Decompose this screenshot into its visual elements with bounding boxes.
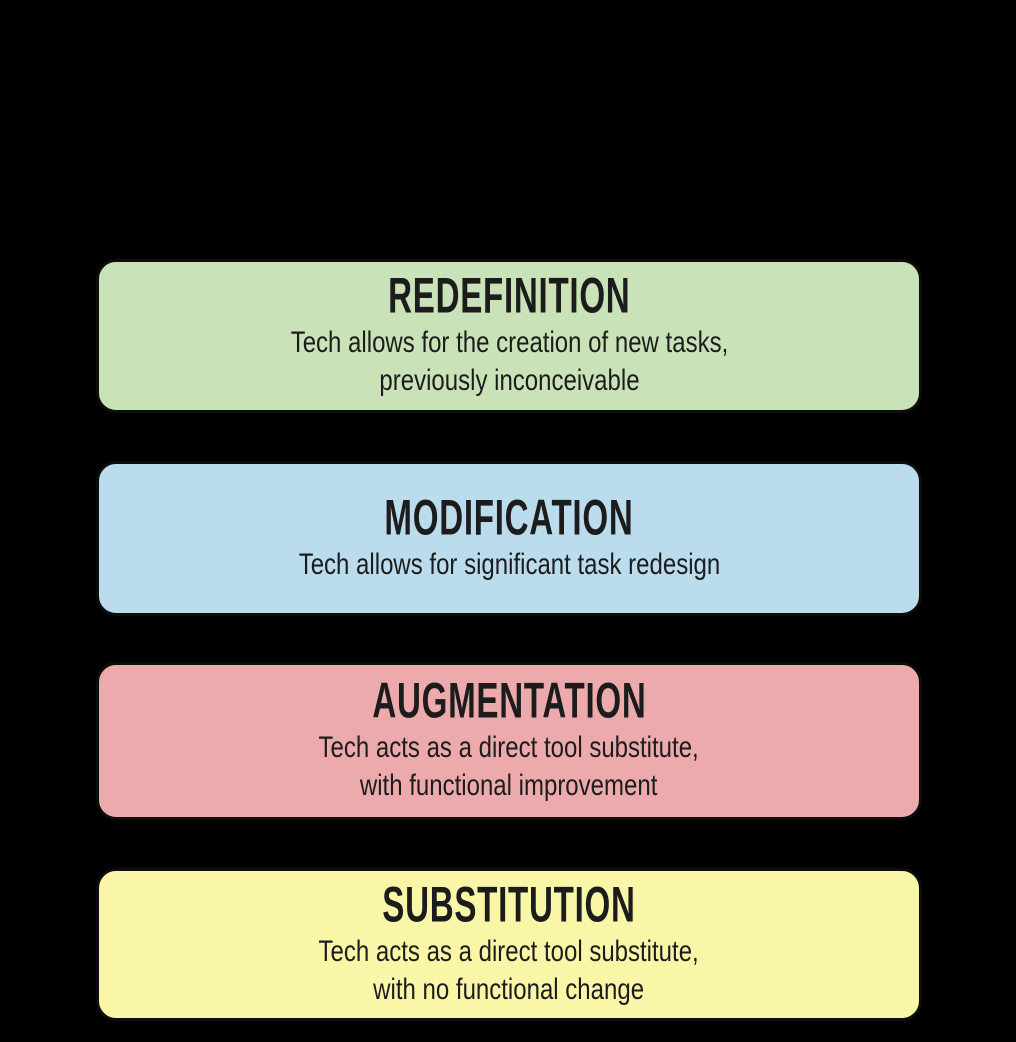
level-title-modification: MODIFICATION — [384, 488, 634, 545]
level-description-modification: Tech allows for significant task redesig… — [298, 547, 720, 581]
samr-level-modification: MODIFICATION Tech allows for significant… — [96, 461, 922, 616]
level-title-augmentation: AUGMENTATION — [371, 672, 647, 729]
level-title-redefinition: REDEFINITION — [387, 267, 631, 324]
level-description-augmentation: Tech acts as a direct tool substitute, w… — [318, 731, 700, 802]
samr-level-redefinition: REDEFINITION Tech allows for the creatio… — [96, 259, 922, 413]
level-title-substitution: SUBSTITUTION — [382, 875, 636, 932]
samr-level-augmentation: AUGMENTATION Tech acts as a direct tool … — [96, 662, 922, 820]
samr-level-substitution: SUBSTITUTION Tech acts as a direct tool … — [96, 868, 922, 1021]
level-description-redefinition: Tech allows for the creation of new task… — [290, 326, 728, 397]
level-description-substitution: Tech acts as a direct tool substitute, w… — [318, 934, 700, 1006]
